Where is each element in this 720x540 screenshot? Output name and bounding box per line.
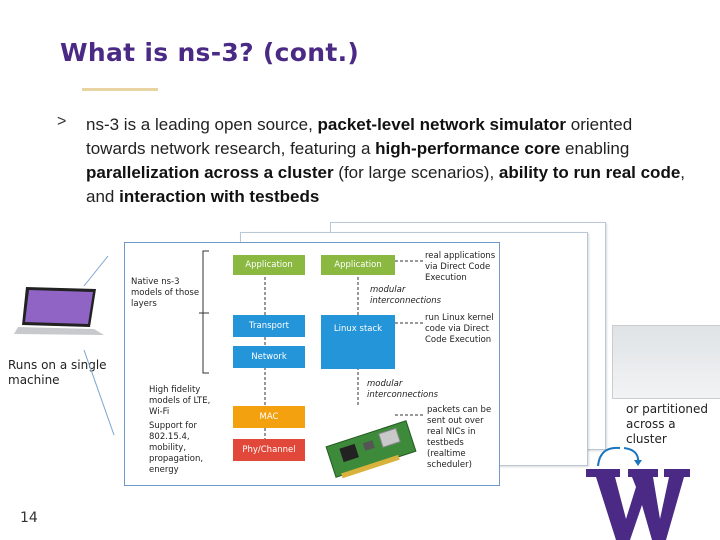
native-models-label: Native ns-3 models of those layers (131, 277, 200, 309)
connector-lines (83, 255, 115, 436)
bullet-bold-segment: interaction with testbeds (119, 187, 320, 206)
run-linux-kernel-label: run Linux kernel code via Direct Code Ex… (425, 313, 494, 345)
bullet-segment: oriented towards network research, featu… (86, 115, 633, 158)
application-box: Application (321, 255, 395, 275)
network-card-image (325, 420, 417, 479)
bullet-segment: (for large scenarios), (333, 163, 499, 182)
bullet-text: ns-3 is a leading open source, packet-le… (86, 113, 686, 209)
bullet-segment: , and (86, 163, 686, 206)
title-underline (82, 88, 158, 91)
cluster-image (612, 325, 720, 399)
cycle-arrow-icon (597, 446, 642, 467)
bullet-segment: enabling (560, 139, 630, 158)
high-fidelity-label: High fidelity models of LTE, Wi-Fi (149, 385, 211, 417)
transport-box: Transport (233, 315, 305, 337)
linux-stack-box: Linux stack (321, 315, 395, 369)
bullet-bold-segment: parallelization across a cluster (86, 163, 334, 182)
packets-real-nics-label: packets can be sent out over real NICs i… (427, 405, 492, 470)
bullet-bold-segment: high-performance core (375, 139, 561, 158)
university-w-logo (586, 469, 690, 540)
single-machine-label: Runs on a single machine (8, 358, 107, 387)
bullet-segment: ns-3 is a leading open source, (86, 115, 318, 134)
real-applications-label: real applications via Direct Code Execut… (425, 251, 496, 283)
architecture-diagram: Application Application Transport Linux … (124, 242, 500, 486)
modular-interconnections-label: modular interconnections (370, 285, 442, 306)
support-label: Support for 802.15.4, mobility, propagat… (149, 421, 204, 475)
modular-interconnections-label: modular interconnections (367, 379, 439, 400)
bullet-bold-segment: packet-level network simulator (317, 115, 567, 134)
laptop-image (14, 287, 104, 335)
bullet-bold-segment: ability to run real code (498, 163, 681, 182)
application-box: Application (233, 255, 305, 275)
slide-title: What is ns-3? (cont.) (60, 38, 360, 67)
page-number: 14 (20, 510, 38, 526)
network-box: Network (233, 346, 305, 368)
cluster-label: or partitioned across a cluster (626, 402, 709, 446)
mac-box: MAC (233, 406, 305, 428)
bullet-marker: > (57, 113, 67, 130)
phy-channel-box: Phy/Channel (233, 439, 305, 461)
